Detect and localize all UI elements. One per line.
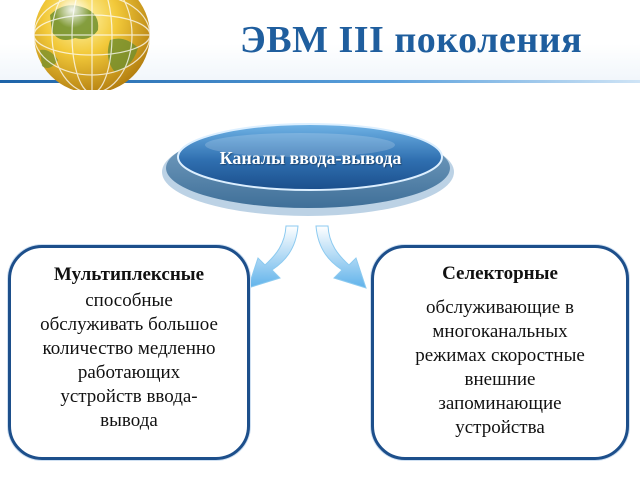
multiplex-description: способные обслуживать большое количество… <box>40 290 218 431</box>
multiplex-title: Мультиплексные <box>53 264 205 285</box>
center-oval-label: Каналы ввода-вывода <box>219 147 402 168</box>
selector-box: Селекторные обслуживающие в многоканальн… <box>371 245 629 460</box>
header-divider <box>0 80 640 83</box>
center-oval <box>162 123 454 216</box>
page-title: ЭВМ III поколения <box>240 19 583 61</box>
multiplex-box: Мультиплексные способные обслуживать бол… <box>8 245 250 460</box>
selector-description: обслуживающие в многоканальных режимах с… <box>415 297 585 438</box>
left-arrow <box>247 225 299 289</box>
selector-title: Селекторные <box>442 263 558 284</box>
right-arrow <box>315 225 367 289</box>
